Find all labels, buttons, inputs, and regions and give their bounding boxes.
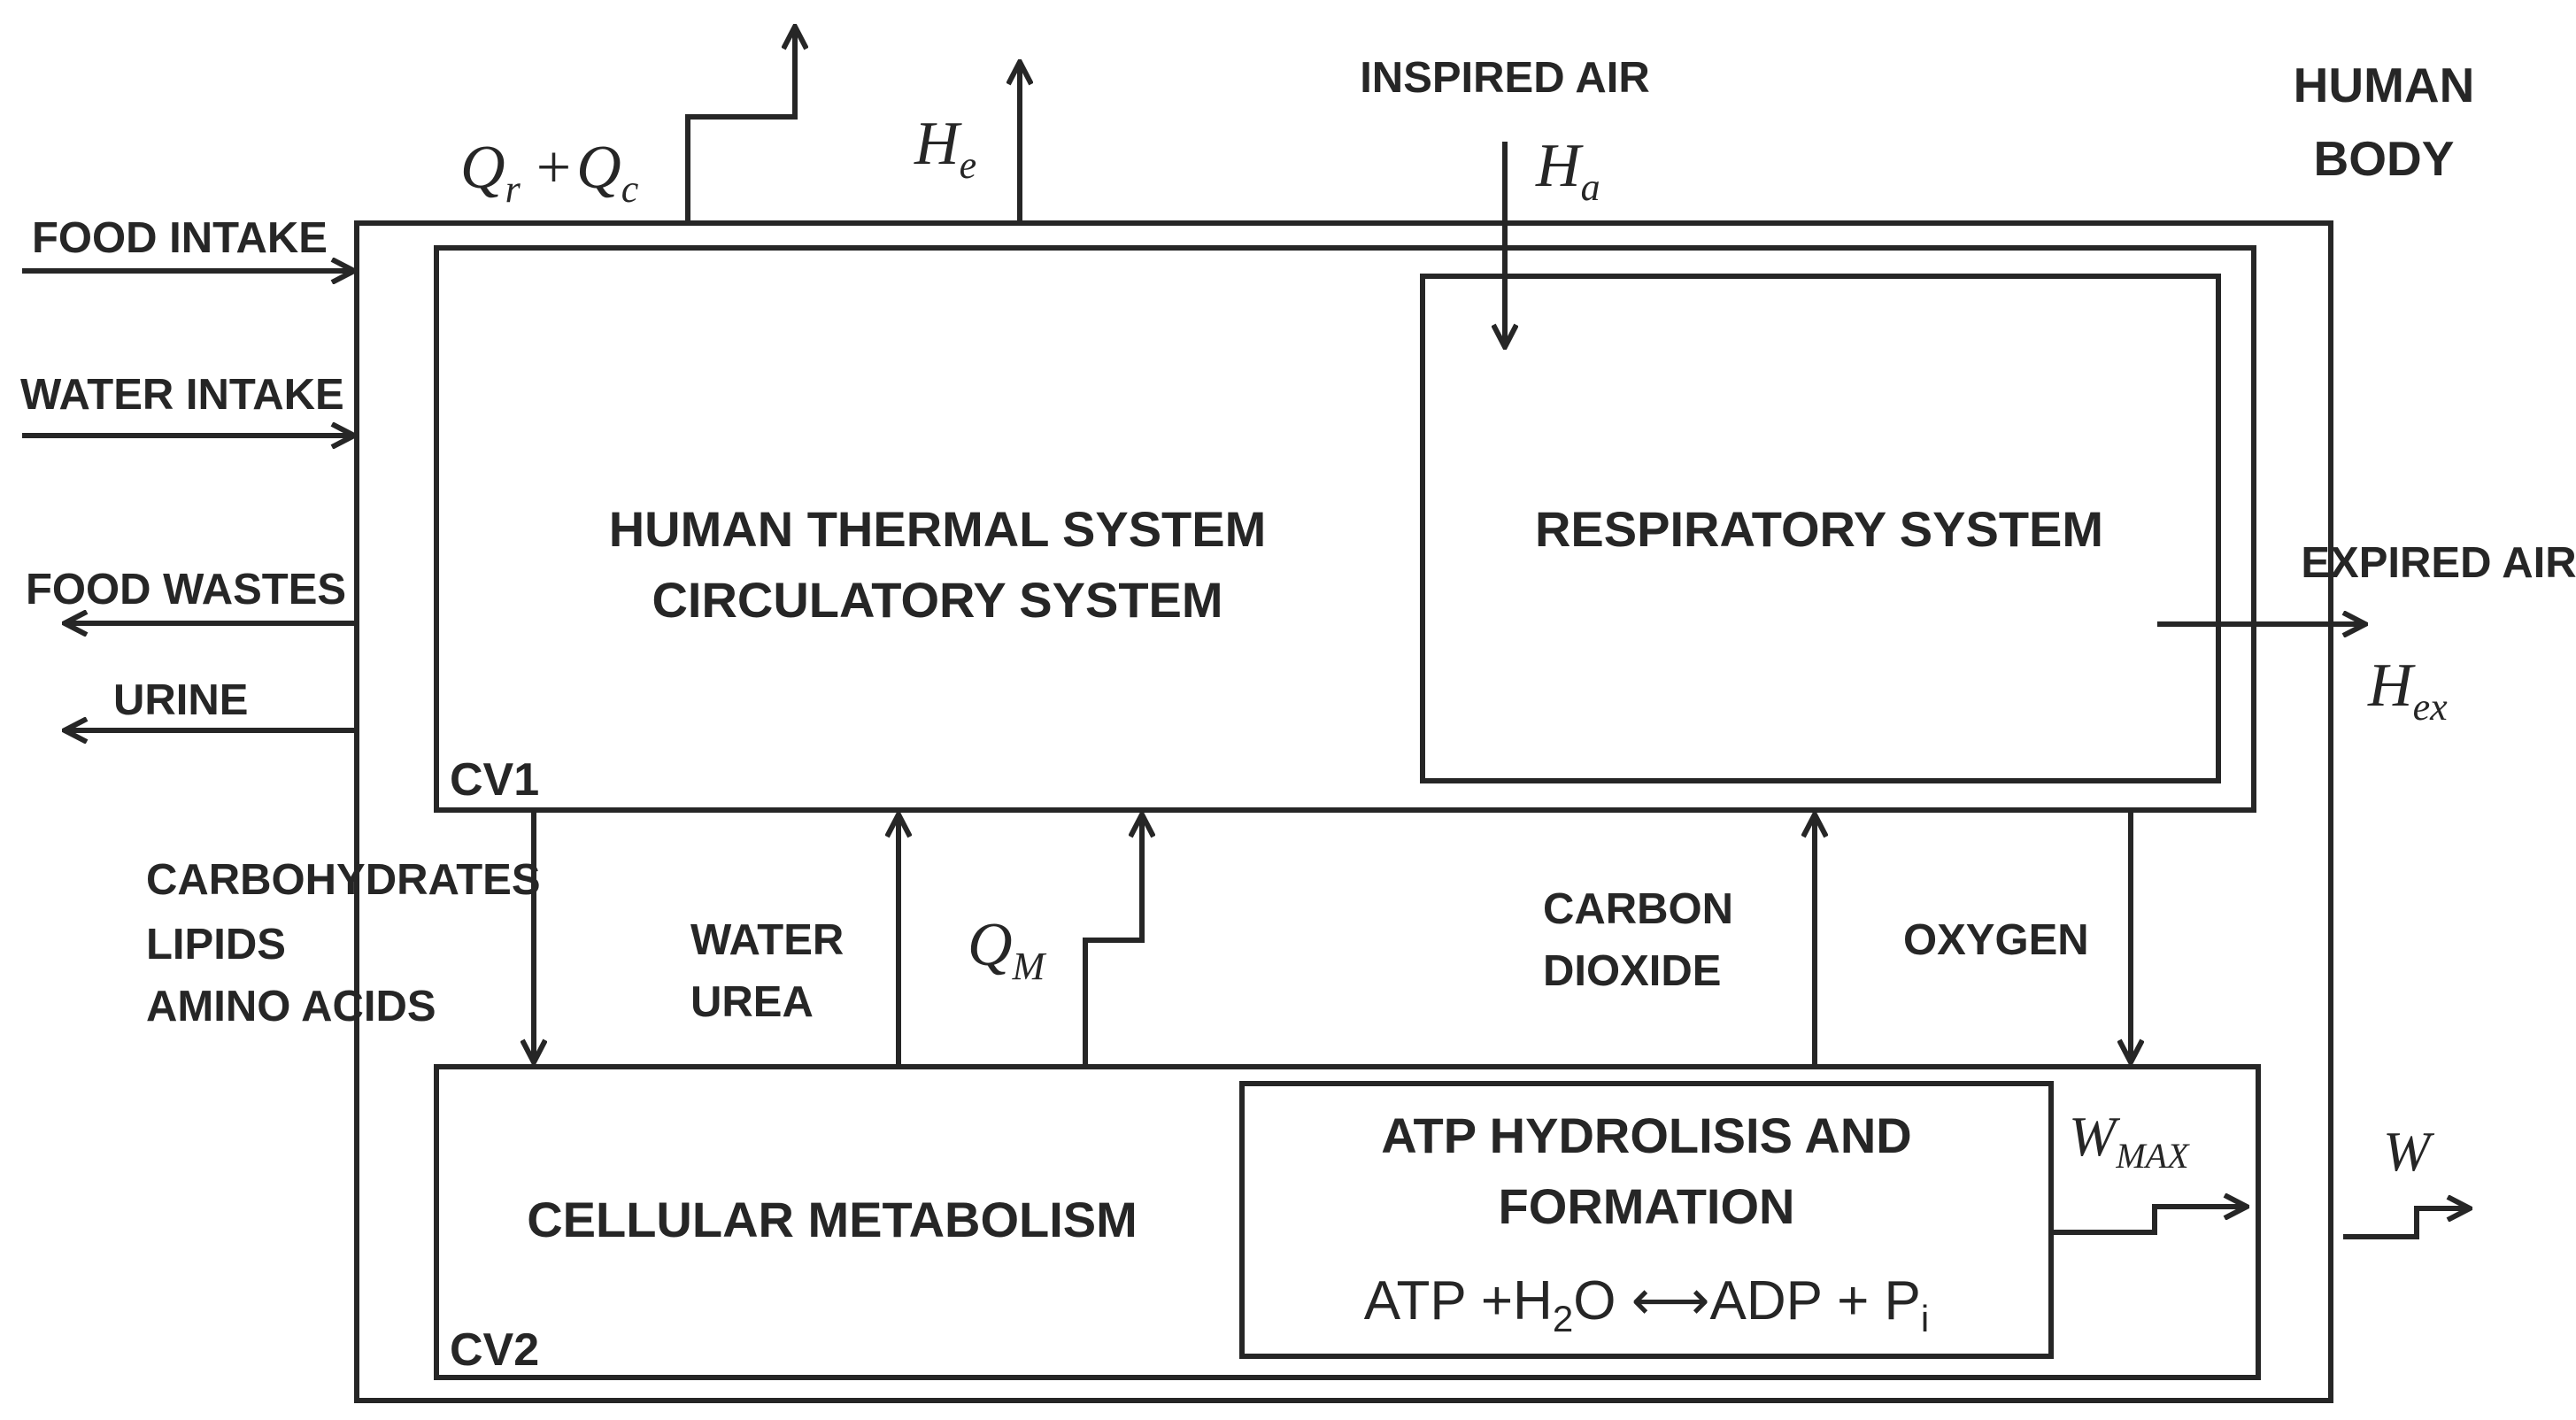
hex-symbol: Hex — [2367, 652, 2448, 729]
human-body-label-2: BODY — [2314, 131, 2455, 186]
cv2-label: CV2 — [450, 1324, 539, 1376]
cv1-box — [434, 245, 2256, 813]
inspired-air-label: INSPIRED AIR — [1360, 54, 1650, 102]
thermal-system-label: HUMAN THERMAL SYSTEM — [609, 501, 1267, 557]
qr-qc-symbol: Qr+Qc — [460, 134, 639, 211]
w-arrow — [2343, 1208, 2470, 1239]
food-wastes-label: FOOD WASTES — [26, 566, 346, 614]
expired-air-label: EXPIRED AIR — [2301, 539, 2576, 587]
wmax-symbol: WMAX — [2069, 1105, 2190, 1176]
dioxide-label: DIOXIDE — [1543, 947, 1721, 995]
carbon-label: CARBON — [1543, 885, 1733, 933]
atp-label-1: ATP HYDROLISIS AND — [1381, 1107, 1911, 1163]
cellular-metabolism-label: CELLULAR METABOLISM — [527, 1192, 1138, 1247]
water-intake-label: WATER INTAKE — [20, 371, 344, 419]
qm-heat-arrow — [1083, 814, 1142, 1067]
respiratory-system-label: RESPIRATORY SYSTEM — [1535, 501, 2103, 557]
he-symbol: He — [914, 110, 976, 187]
human-body-box — [354, 220, 2333, 1403]
urea-label: UREA — [690, 978, 814, 1026]
human-body-label-1: HUMAN — [2294, 58, 2475, 112]
qr-qc-heat-arrow — [685, 27, 795, 223]
ha-symbol: Ha — [1535, 132, 1600, 209]
water-label: WATER — [690, 916, 844, 964]
atp-equation: ATP +H2O ⟷ADP + Pi — [1364, 1270, 1930, 1339]
qm-symbol: QM — [968, 911, 1047, 988]
cv2-box — [434, 1064, 2261, 1380]
cv1-label: CV1 — [450, 754, 539, 806]
w-symbol: W — [2383, 1120, 2435, 1183]
atp-box — [1239, 1081, 2054, 1359]
oxygen-label: OXYGEN — [1903, 916, 2089, 964]
respiratory-system-box — [1420, 274, 2221, 783]
food-intake-label: FOOD INTAKE — [32, 214, 328, 262]
amino-acids-label: AMINO ACIDS — [146, 983, 436, 1030]
circulatory-system-label: CIRCULATORY SYSTEM — [652, 572, 1222, 628]
lipids-label: LIPIDS — [146, 921, 286, 969]
carbohydrates-label: CARBOHYDRATES — [146, 856, 541, 904]
atp-label-2: FORMATION — [1499, 1178, 1795, 1234]
urine-label: URINE — [113, 676, 248, 724]
wmax-arrow — [2051, 1207, 2247, 1235]
